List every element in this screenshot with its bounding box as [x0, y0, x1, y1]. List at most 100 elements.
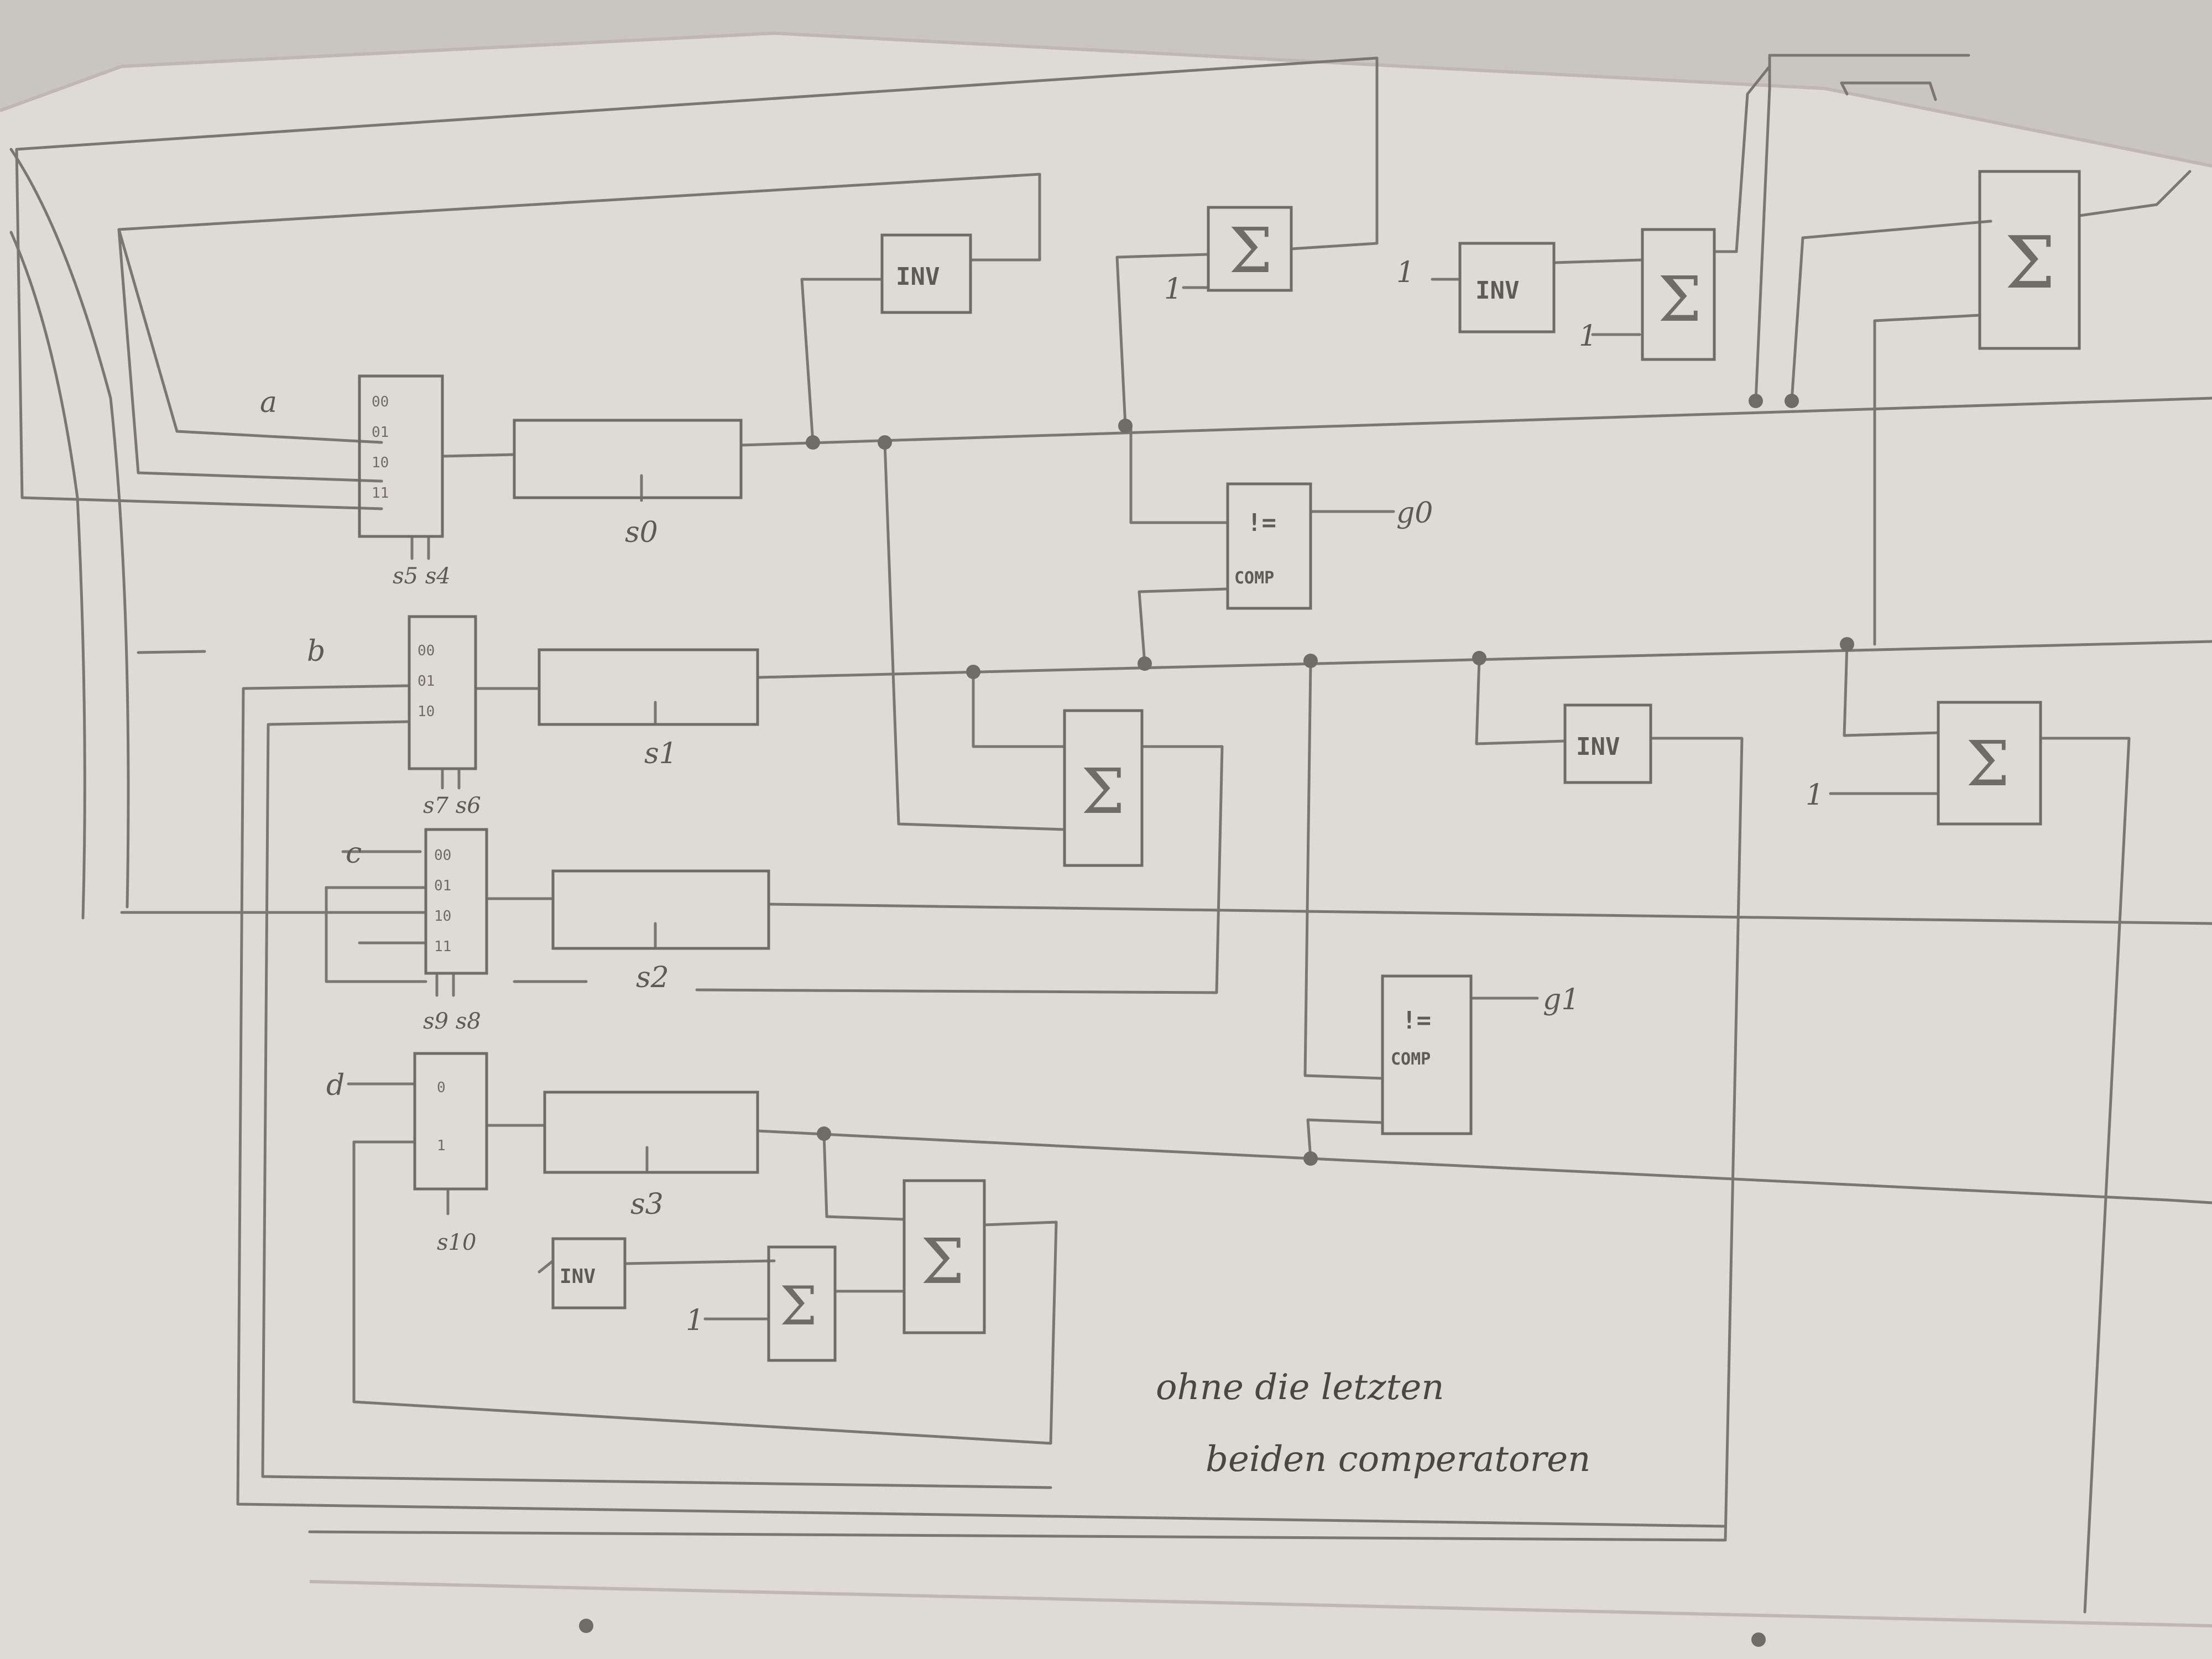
wire-inv-mid-loop — [308, 737, 1744, 1542]
adder-mid-label: Σ — [1081, 756, 1125, 828]
junction — [1303, 1151, 1318, 1166]
comparator-0-box — [1226, 482, 1312, 610]
junction — [579, 1619, 593, 1633]
wire-sum-right-low-out — [2039, 737, 2131, 1614]
adder-right-box — [1641, 228, 1716, 361]
adder-big: Σ — [1978, 170, 2081, 350]
inverter-low-label: INV — [560, 1265, 596, 1288]
junction — [1472, 651, 1486, 665]
register-s3: s3 — [543, 1091, 759, 1221]
handwritten-note: ohne die letzten beiden comperatoren — [1156, 1367, 1590, 1480]
comparator-0: != COMP — [1226, 482, 1312, 610]
wire-c-loop — [325, 886, 427, 983]
wire-top-loop-inner — [117, 228, 383, 444]
comparator-0-label: COMP — [1234, 568, 1274, 588]
mux-a-select-label: s5 s4 — [393, 564, 451, 589]
mux-d-select-label: s10 — [437, 1230, 476, 1255]
mux-c-port-01: 01 — [434, 878, 451, 894]
mux-c: 00 01 10 11 s9 s8 — [423, 828, 488, 1034]
inverter-top: INV — [880, 233, 972, 314]
adder-right-low-label: Σ — [1966, 728, 2010, 800]
junction — [1785, 394, 1799, 408]
wire-b-to-inv-mid — [1475, 656, 1567, 745]
mux-c-port-11: 11 — [434, 938, 451, 955]
inverter-right-label: INV — [1475, 276, 1519, 305]
register-s1-label: s1 — [644, 737, 677, 770]
adder-small-box — [767, 1245, 837, 1362]
adder-right: Σ — [1641, 228, 1716, 361]
wire-s0-to-sum-mid — [883, 441, 1066, 831]
register-s2: s2 — [551, 869, 770, 994]
mux-b: 00 01 10 s7 s6 — [408, 615, 481, 818]
mux-a: 00 01 10 11 s5 s4 — [358, 374, 451, 589]
inverter-right: INV — [1458, 242, 1556, 333]
adder-low-label: Σ — [921, 1226, 964, 1298]
inverter-mid-box — [1563, 703, 1652, 784]
adder-big-label: Σ — [2005, 221, 2056, 305]
junction — [1303, 654, 1318, 668]
junction — [1840, 637, 1854, 651]
adder-top: Σ — [1207, 206, 1293, 292]
wire-left-curve-2 — [9, 231, 86, 920]
wire-mux-b-feedback-1 — [236, 684, 1727, 1528]
wire-b-to-sum-right — [1843, 643, 1940, 737]
mux-d-box — [413, 1052, 488, 1191]
junction — [966, 665, 980, 679]
mux-d-port-0: 0 — [437, 1079, 446, 1096]
adder-low-box — [902, 1179, 986, 1334]
mux-b-port-01: 01 — [418, 673, 435, 690]
comparator-1-label: COMP — [1391, 1050, 1431, 1069]
comparator-0-op: != — [1247, 509, 1276, 537]
wire-to-inv-top — [800, 278, 884, 444]
adder-small-label: Σ — [780, 1275, 817, 1337]
wire-b-bus-to-big-sum — [1873, 314, 1981, 646]
mux-b-port-10: 10 — [418, 703, 435, 720]
adder-big-box — [1978, 170, 2081, 350]
register-s3-box — [543, 1091, 759, 1174]
wire-sum-low-loop — [352, 1140, 1058, 1445]
labels: a b c d 1 1 1 1 1 g0 g1 — [260, 256, 1824, 1337]
junction — [878, 435, 892, 450]
note-line-2: beiden comperatoren — [1206, 1439, 1590, 1480]
wire-inv-low-in — [538, 1259, 555, 1274]
adder-top-label: Σ — [1229, 215, 1272, 287]
input-b-label: b — [307, 635, 325, 668]
wire-bus-s0 — [739, 397, 2212, 447]
junction — [806, 435, 820, 450]
input-d-label: d — [326, 1069, 345, 1102]
adder-mid: Σ — [1063, 709, 1144, 867]
mux-d: 0 1 s10 — [413, 1052, 488, 1255]
register-s0-label: s0 — [625, 516, 658, 549]
mux-a-port-10: 10 — [372, 455, 389, 471]
wire-s0-to-sum-top — [1115, 253, 1210, 427]
inverter-right-box — [1458, 242, 1556, 333]
inverter-low-box — [551, 1237, 627, 1310]
wire-bus-s3 — [756, 1129, 2212, 1204]
register-s1-box — [538, 648, 759, 726]
mux-a-port-11: 11 — [372, 485, 389, 502]
comparator-1-box — [1381, 974, 1473, 1135]
mux-c-box — [424, 828, 488, 975]
paper-sheet — [0, 33, 2212, 1659]
junction — [1751, 1632, 1766, 1647]
adder-top-box — [1207, 206, 1293, 292]
wires — [9, 54, 2212, 1614]
wire-mux-a-reg — [441, 453, 516, 458]
paper-edge — [0, 31, 2212, 168]
mux-b-port-00: 00 — [418, 643, 435, 659]
wire-s0-to-comp0 — [1129, 424, 1229, 524]
junctions — [579, 394, 1854, 1647]
register-s0: s0 — [513, 419, 743, 549]
wire-sum-mid-out — [695, 745, 1224, 994]
const-one-label: 1 — [686, 1304, 704, 1337]
output-g0-label: g0 — [1396, 497, 1433, 530]
inverter-mid-label: INV — [1576, 733, 1620, 761]
wire-top-loop-outer — [15, 56, 1379, 510]
wire-bus-s2 — [767, 902, 2212, 925]
adder-small: Σ — [767, 1245, 837, 1362]
wire-mux-b-feedback-2 — [261, 720, 1052, 1489]
mux-a-port-00: 00 — [372, 394, 389, 410]
comparator-1-op: != — [1402, 1006, 1431, 1035]
input-c-label: c — [346, 837, 362, 870]
